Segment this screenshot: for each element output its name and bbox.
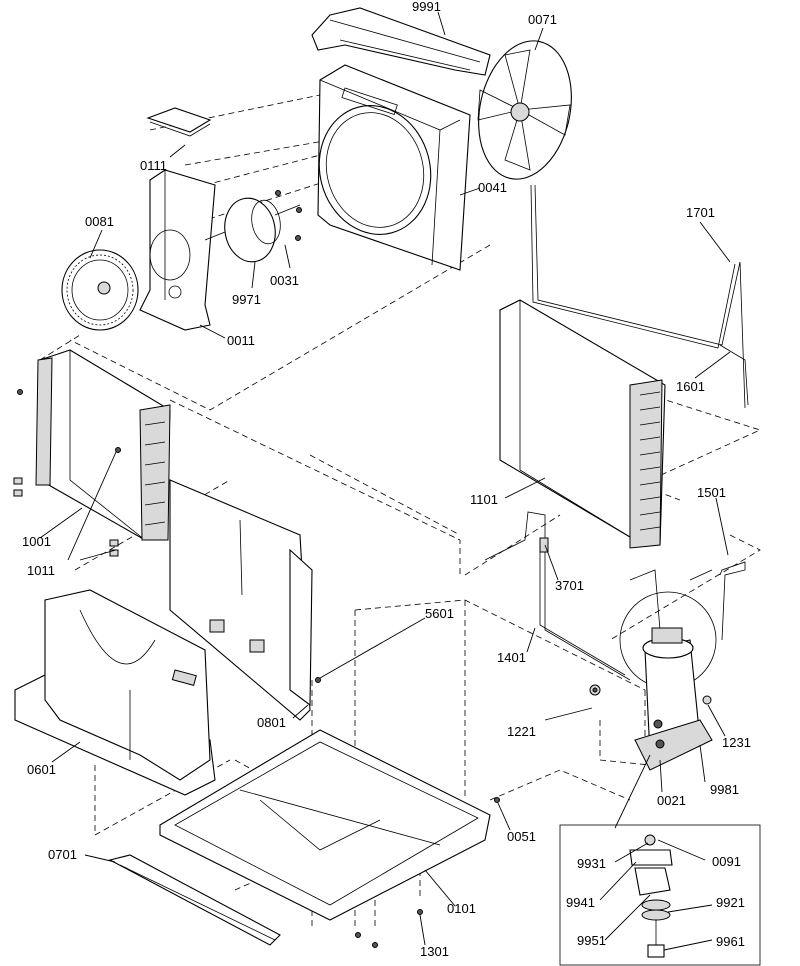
label-1231: 1231 bbox=[722, 735, 751, 750]
label-9951: 9951 bbox=[577, 933, 606, 948]
label-0071: 0071 bbox=[528, 12, 557, 27]
label-0011: 0011 bbox=[227, 333, 255, 348]
fan-motor bbox=[204, 190, 302, 263]
label-0021: 0021 bbox=[657, 793, 686, 808]
label-9941: 9941 bbox=[566, 895, 595, 910]
blower-wheel bbox=[61, 249, 139, 331]
label-1501: 1501 bbox=[697, 485, 726, 500]
fan-shroud bbox=[317, 64, 471, 271]
motor-mount bbox=[139, 169, 216, 331]
condenser-coil bbox=[499, 299, 666, 549]
label-0041: 0041 bbox=[478, 180, 507, 195]
label-1221: 1221 bbox=[507, 724, 536, 739]
detail-inset bbox=[559, 824, 761, 966]
label-0111: 0111 bbox=[140, 158, 167, 173]
label-1701: 1701 bbox=[686, 205, 715, 220]
label-1301: 1301 bbox=[420, 944, 449, 959]
label-1001: 1001 bbox=[22, 534, 51, 549]
label-9931: 9931 bbox=[577, 856, 606, 871]
part-labels: 9991 0071 0111 0041 0081 0031 9971 0011 … bbox=[22, 0, 751, 959]
drain-pan bbox=[14, 589, 216, 796]
evaporator-coil bbox=[13, 349, 171, 557]
label-5601: 5601 bbox=[425, 606, 454, 621]
label-0801: 0801 bbox=[257, 715, 286, 730]
label-1011: 1011 bbox=[27, 563, 55, 578]
label-0081: 0081 bbox=[85, 214, 114, 229]
label-9991: 9991 bbox=[412, 0, 441, 14]
label-0701: 0701 bbox=[48, 847, 77, 862]
label-9921: 9921 bbox=[716, 895, 745, 910]
refrigerant-tubing bbox=[484, 511, 746, 681]
base-tray bbox=[159, 729, 491, 921]
fan-blade bbox=[477, 40, 572, 180]
top-cover bbox=[311, 7, 491, 76]
label-3701: 3701 bbox=[555, 578, 584, 593]
label-0091: 0091 bbox=[712, 854, 741, 869]
label-1601: 1601 bbox=[676, 379, 705, 394]
label-0031: 0031 bbox=[270, 273, 299, 288]
bracket-top bbox=[146, 107, 212, 137]
label-0051: 0051 bbox=[507, 829, 536, 844]
label-0601: 0601 bbox=[27, 762, 56, 777]
compressor bbox=[619, 569, 717, 771]
partition-panel bbox=[169, 479, 313, 721]
label-1101: 1101 bbox=[470, 492, 498, 507]
label-9961: 9961 bbox=[716, 934, 745, 949]
mounting-rail bbox=[108, 854, 281, 946]
label-9981: 9981 bbox=[710, 782, 739, 797]
leader-lines bbox=[39, 11, 731, 951]
label-1401: 1401 bbox=[497, 650, 526, 665]
label-0101: 0101 bbox=[447, 901, 476, 916]
capillary-tube bbox=[530, 184, 749, 409]
label-9971: 9971 bbox=[232, 292, 261, 307]
